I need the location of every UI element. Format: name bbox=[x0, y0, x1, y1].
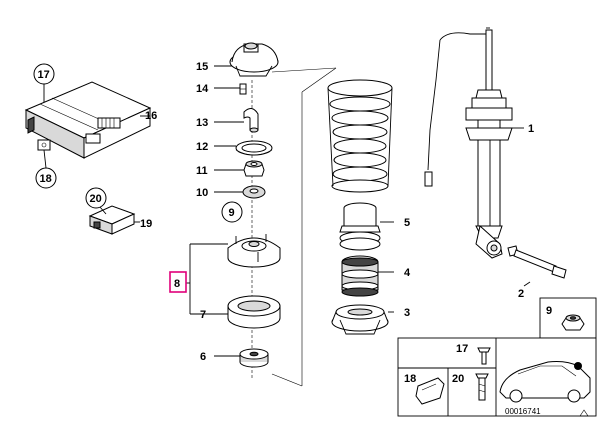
callout-18-marker: 18 bbox=[35, 149, 57, 189]
inset-callout-20: 20 bbox=[452, 373, 464, 385]
shock-absorber[interactable] bbox=[465, 27, 513, 259]
callout-2: 2 bbox=[518, 288, 524, 300]
callout-4: 4 bbox=[404, 267, 411, 279]
bump-stop[interactable] bbox=[239, 348, 269, 368]
retaining-ring[interactable] bbox=[235, 140, 273, 156]
inset-callout-18: 18 bbox=[404, 373, 416, 385]
inset-callout-9: 9 bbox=[546, 305, 552, 317]
callout-10: 10 bbox=[196, 187, 208, 199]
car-silhouette bbox=[499, 361, 591, 403]
callout-9: 9 bbox=[229, 207, 235, 219]
callout-9-marker: 9 bbox=[221, 201, 243, 223]
callout-11: 11 bbox=[196, 165, 208, 177]
hose-connector[interactable] bbox=[243, 108, 259, 133]
top-cap[interactable] bbox=[229, 42, 279, 77]
callout-15: 15 bbox=[196, 61, 208, 73]
callout-20-marker: 20 bbox=[85, 187, 107, 215]
callout-8-highlight[interactable] bbox=[169, 271, 187, 293]
diagram-id: 00016741 bbox=[505, 407, 541, 416]
control-module[interactable] bbox=[24, 81, 152, 159]
callout-8: 8 bbox=[174, 278, 180, 290]
callout-1: 1 bbox=[528, 123, 534, 135]
collar-nut[interactable] bbox=[243, 160, 265, 177]
callout-14: 14 bbox=[196, 83, 209, 95]
callout-20: 20 bbox=[90, 193, 102, 205]
callout-12: 12 bbox=[196, 141, 208, 153]
coil-spring[interactable] bbox=[327, 79, 393, 193]
dust-boot-cap[interactable] bbox=[339, 202, 381, 251]
hex-bolt[interactable] bbox=[507, 245, 567, 279]
callout-16: 16 bbox=[145, 110, 157, 122]
callout-7: 7 bbox=[200, 309, 206, 321]
callout-17-marker: 17 bbox=[33, 63, 55, 102]
callout-6: 6 bbox=[200, 351, 206, 363]
height-sensor[interactable] bbox=[88, 205, 136, 235]
callout-19: 19 bbox=[140, 218, 152, 230]
inset-callout-17: 17 bbox=[456, 343, 468, 355]
washer[interactable] bbox=[242, 185, 266, 199]
callout-5: 5 bbox=[404, 217, 410, 229]
callout-3: 3 bbox=[404, 307, 410, 319]
lower-spring-seat[interactable] bbox=[331, 304, 389, 335]
spring-seat[interactable] bbox=[227, 295, 281, 329]
callout-17: 17 bbox=[38, 69, 50, 81]
support-bearing[interactable] bbox=[227, 234, 281, 268]
bellow[interactable] bbox=[341, 255, 379, 297]
clip[interactable] bbox=[239, 83, 247, 95]
callout-18: 18 bbox=[40, 173, 52, 185]
inset-nut-9[interactable]: 9 bbox=[539, 297, 597, 339]
callout-13: 13 bbox=[196, 117, 208, 129]
